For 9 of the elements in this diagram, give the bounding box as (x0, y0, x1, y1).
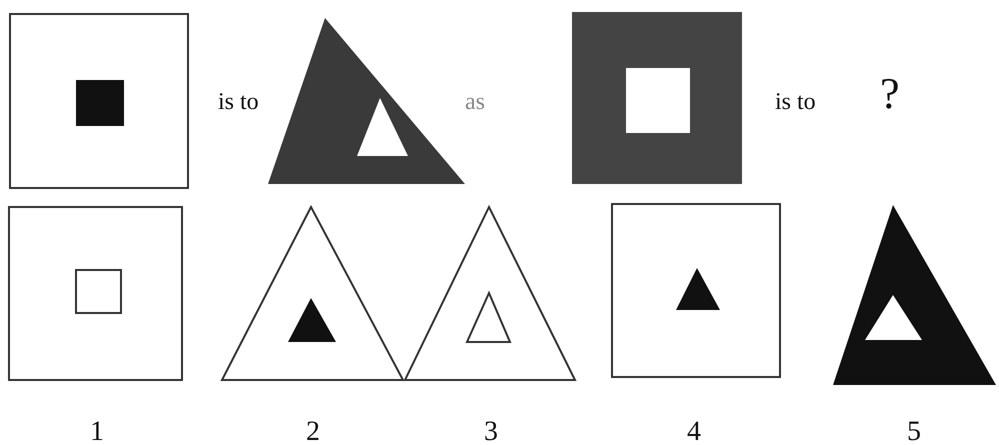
option-number: 5 (907, 418, 921, 445)
option-number: 1 (90, 418, 104, 445)
relation-word: is to (218, 90, 259, 114)
option-number: 3 (484, 418, 498, 445)
relation-word: is to (775, 90, 816, 114)
option-number: 4 (687, 418, 701, 445)
option-number: 2 (306, 418, 320, 445)
relation-word: as (465, 90, 485, 114)
question-mark: ? (880, 72, 900, 116)
